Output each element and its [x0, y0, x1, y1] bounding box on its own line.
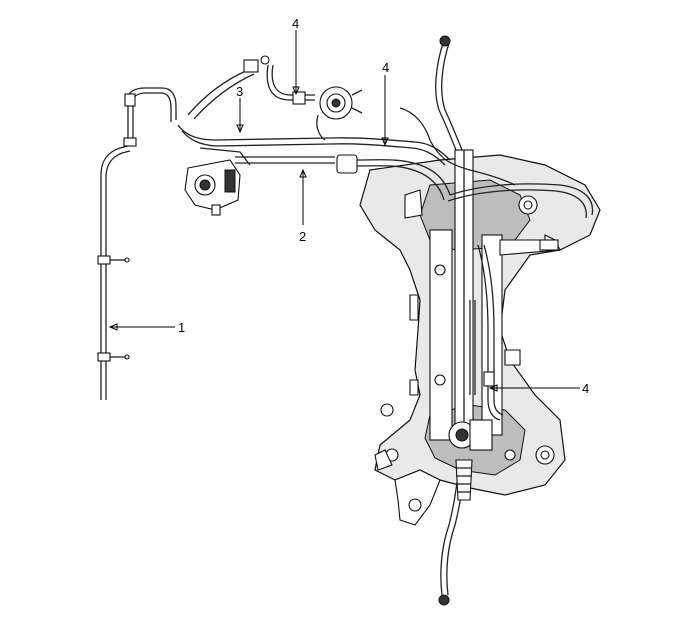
callout-3: 3 — [236, 84, 243, 99]
subframe — [359, 154, 601, 526]
pressure-hose — [235, 154, 594, 219]
steering-gear — [435, 35, 493, 606]
reservoir — [266, 64, 363, 141]
power-steering-pump — [184, 147, 251, 216]
callout-2: 2 — [299, 229, 306, 244]
suction-hose — [177, 55, 451, 166]
leader-lines — [108, 30, 580, 392]
callout-4-right: 4 — [382, 60, 389, 75]
callout-4-lower: 4 — [582, 381, 589, 396]
right-return-line — [399, 107, 559, 421]
callout-1: 1 — [178, 320, 185, 335]
callout-4-top: 4 — [292, 16, 299, 31]
return-tube — [97, 87, 177, 400]
